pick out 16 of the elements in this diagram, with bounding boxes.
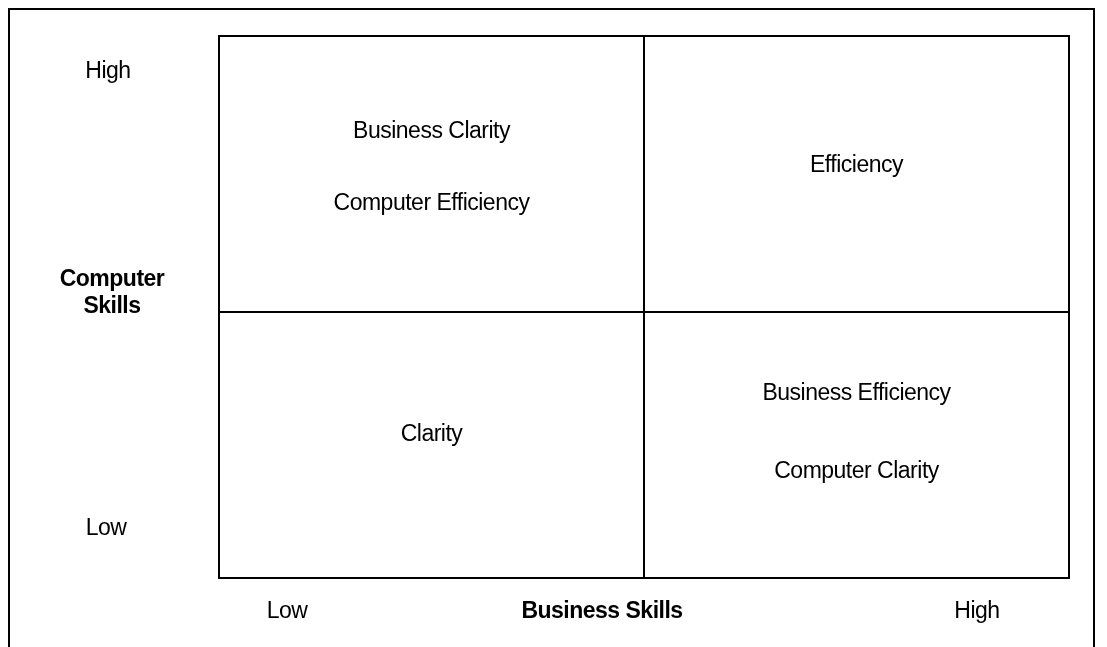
quadrant-label: Computer Efficiency	[333, 188, 530, 216]
axis-tick-label: High	[954, 596, 1000, 624]
quadrant-box	[643, 35, 1070, 313]
quadrant-label: Business Efficiency	[762, 378, 951, 406]
axis-tick-label: High	[85, 56, 131, 84]
quadrant-box	[218, 35, 645, 313]
axis-tick-label: Low	[266, 596, 308, 624]
quadrant-label: Business Clarity	[353, 116, 510, 144]
quadrant-box	[643, 311, 1070, 579]
quadrant-box	[218, 311, 645, 579]
axis-tick-label: Low	[85, 513, 127, 541]
quadrant-label: Efficiency	[810, 150, 903, 178]
quadrant-label: Computer Clarity	[774, 456, 939, 484]
axis-title: Business Skills	[521, 596, 683, 624]
quadrant-label: Clarity	[400, 419, 463, 447]
axis-title: Computer Skills	[58, 265, 166, 319]
